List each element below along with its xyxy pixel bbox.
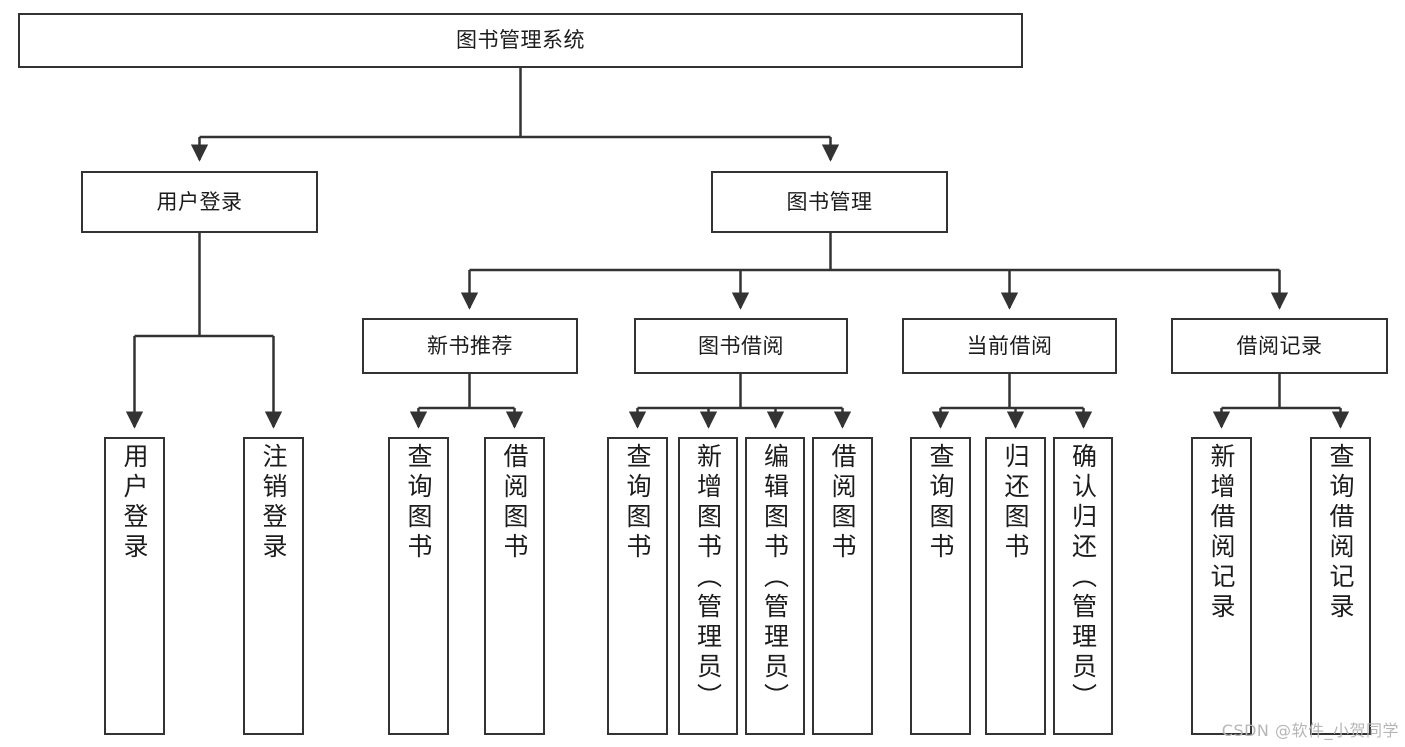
node-borrow-record[interactable]: 借阅记录 xyxy=(1171,318,1388,374)
node-root-label: 图书管理系统 xyxy=(456,28,585,53)
node-leaf-edit-book[interactable]: 编辑图书（管理员） xyxy=(745,437,805,735)
node-user-login-label: 用户登录 xyxy=(156,189,243,214)
csdn-watermark: CSDN @软件_小贺同学 xyxy=(1221,721,1399,740)
node-leaf-query-book-3[interactable]: 查询图书 xyxy=(910,437,971,735)
node-leaf-add-record[interactable]: 新增借阅记录 xyxy=(1191,437,1252,735)
node-leaf-query-record[interactable]: 查询借阅记录 xyxy=(1310,437,1371,735)
node-book-management[interactable]: 图书管理 xyxy=(711,171,948,233)
node-new-book-recommend[interactable]: 新书推荐 xyxy=(362,318,578,374)
node-leaf-edit-book-label: 编辑图书（管理员） xyxy=(760,443,790,713)
node-leaf-return-book[interactable]: 归还图书 xyxy=(985,437,1046,735)
node-leaf-query-book-2-label: 查询图书 xyxy=(623,443,652,563)
node-leaf-logout-label: 注销登录 xyxy=(259,443,288,563)
node-leaf-confirm-return[interactable]: 确认归还（管理员） xyxy=(1053,437,1113,735)
node-user-login[interactable]: 用户登录 xyxy=(81,171,318,233)
node-leaf-borrow-book-1-label: 借阅图书 xyxy=(500,443,529,563)
node-leaf-user-login-label: 用户登录 xyxy=(120,443,149,563)
node-leaf-add-book[interactable]: 新增图书（管理员） xyxy=(678,437,738,735)
node-leaf-query-book-2[interactable]: 查询图书 xyxy=(607,437,668,735)
node-leaf-borrow-book-2[interactable]: 借阅图书 xyxy=(812,437,873,735)
node-leaf-borrow-book-2-label: 借阅图书 xyxy=(828,443,857,563)
node-current-borrow-label: 当前借阅 xyxy=(966,333,1053,358)
node-book-management-label: 图书管理 xyxy=(786,189,873,214)
node-root[interactable]: 图书管理系统 xyxy=(18,13,1023,68)
node-leaf-return-book-label: 归还图书 xyxy=(1001,443,1030,563)
node-leaf-query-book-1[interactable]: 查询图书 xyxy=(388,437,449,735)
node-leaf-query-book-3-label: 查询图书 xyxy=(926,443,955,563)
node-leaf-query-record-label: 查询借阅记录 xyxy=(1326,443,1355,623)
node-book-borrow[interactable]: 图书借阅 xyxy=(634,318,848,374)
node-leaf-user-login[interactable]: 用户登录 xyxy=(104,437,165,735)
node-book-borrow-label: 图书借阅 xyxy=(698,333,784,358)
node-leaf-add-record-label: 新增借阅记录 xyxy=(1207,443,1236,623)
node-leaf-add-book-label: 新增图书（管理员） xyxy=(693,443,723,713)
node-borrow-record-label: 借阅记录 xyxy=(1236,333,1323,358)
node-new-book-recommend-label: 新书推荐 xyxy=(427,333,513,358)
node-leaf-logout[interactable]: 注销登录 xyxy=(243,437,304,735)
node-current-borrow[interactable]: 当前借阅 xyxy=(902,318,1117,374)
node-leaf-query-book-1-label: 查询图书 xyxy=(404,443,433,563)
node-leaf-borrow-book-1[interactable]: 借阅图书 xyxy=(484,437,545,735)
node-leaf-confirm-return-label: 确认归还（管理员） xyxy=(1068,443,1098,713)
